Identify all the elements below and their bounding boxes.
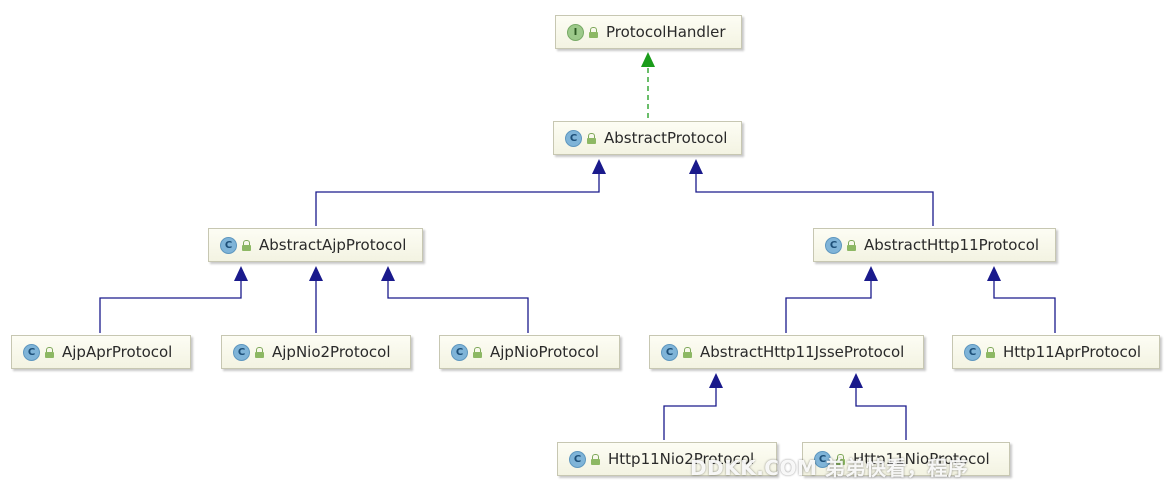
arrowhead-protocol-handler — [641, 52, 655, 67]
lock-icon — [683, 346, 692, 358]
class-icon: C — [825, 236, 842, 254]
node-http11-nio-protocol[interactable]: C Http11NioProtocol — [802, 442, 1010, 476]
lock-icon — [591, 453, 600, 465]
lock-icon — [836, 453, 845, 465]
edge-ajp-apr — [99, 281, 242, 333]
arrowhead-abstract-protocol-right — [689, 159, 703, 174]
node-label: AjpAprProtocol — [62, 343, 173, 361]
node-label: Http11AprProtocol — [1003, 343, 1142, 361]
edge-ajp-nio — [387, 281, 529, 333]
arrowhead-ajp-nio2 — [309, 266, 323, 281]
node-protocol-handler[interactable]: I ProtocolHandler — [555, 15, 742, 49]
lock-icon — [986, 346, 995, 358]
class-icon: C — [964, 343, 981, 361]
class-icon: C — [661, 343, 678, 361]
lock-icon — [45, 346, 54, 358]
class-icon: C — [565, 129, 582, 147]
node-label: AbstractProtocol — [604, 129, 728, 147]
lock-icon — [589, 26, 598, 38]
node-ajp-apr-protocol[interactable]: C AjpAprProtocol — [11, 335, 191, 369]
arrowhead-http11-nio — [849, 373, 863, 388]
edge-http11-nio — [855, 388, 907, 440]
arrowhead-ajp-nio — [381, 266, 395, 281]
interface-icon: I — [567, 23, 584, 41]
node-abstract-protocol[interactable]: C AbstractProtocol — [553, 121, 742, 155]
arrowhead-ajp-apr — [234, 266, 248, 281]
node-label: AbstractHttp11Protocol — [864, 236, 1040, 254]
class-icon: C — [814, 450, 831, 468]
node-label: AjpNio2Protocol — [272, 343, 391, 361]
class-icon: C — [233, 343, 250, 361]
node-abstract-ajp-protocol[interactable]: C AbstractAjpProtocol — [208, 228, 423, 262]
edge-http11-apr — [993, 281, 1056, 333]
node-ajp-nio-protocol[interactable]: C AjpNioProtocol — [439, 335, 620, 369]
node-http11-nio2-protocol[interactable]: C Http11Nio2Protocol — [557, 442, 777, 476]
lock-icon — [847, 239, 856, 251]
node-label: AjpNioProtocol — [490, 343, 599, 361]
lock-icon — [255, 346, 264, 358]
lock-icon — [473, 346, 482, 358]
node-label: AbstractHttp11JsseProtocol — [700, 343, 905, 361]
class-icon: C — [569, 450, 586, 468]
node-abstract-http11-jsse-protocol[interactable]: C AbstractHttp11JsseProtocol — [649, 335, 924, 369]
edge-abstract-http11-jsse — [785, 281, 872, 333]
class-icon: C — [23, 343, 40, 361]
node-label: Http11NioProtocol — [853, 450, 990, 468]
node-abstract-http11-protocol[interactable]: C AbstractHttp11Protocol — [813, 228, 1056, 262]
node-label: Http11Nio2Protocol — [608, 450, 755, 468]
edge-abstract-http11-to-abstract-protocol — [695, 173, 934, 226]
node-label: ProtocolHandler — [606, 23, 726, 41]
lock-icon — [242, 239, 251, 251]
arrowhead-http11-apr — [987, 266, 1001, 281]
node-ajp-nio2-protocol[interactable]: C AjpNio2Protocol — [221, 335, 411, 369]
watermark: DDKK.COM 弟弟快看，程序 — [690, 456, 969, 480]
lock-icon — [587, 132, 596, 144]
edge-abstract-ajp-to-abstract-protocol — [315, 173, 600, 226]
arrowhead-abstract-http11-jsse — [864, 266, 878, 281]
node-label: AbstractAjpProtocol — [259, 236, 407, 254]
arrowhead-abstract-protocol-left — [592, 159, 606, 174]
class-icon: C — [451, 343, 468, 361]
arrowhead-http11-nio2 — [709, 373, 723, 388]
node-http11-apr-protocol[interactable]: C Http11AprProtocol — [952, 335, 1160, 369]
class-icon: C — [220, 236, 237, 254]
edge-http11-nio2 — [663, 388, 717, 440]
